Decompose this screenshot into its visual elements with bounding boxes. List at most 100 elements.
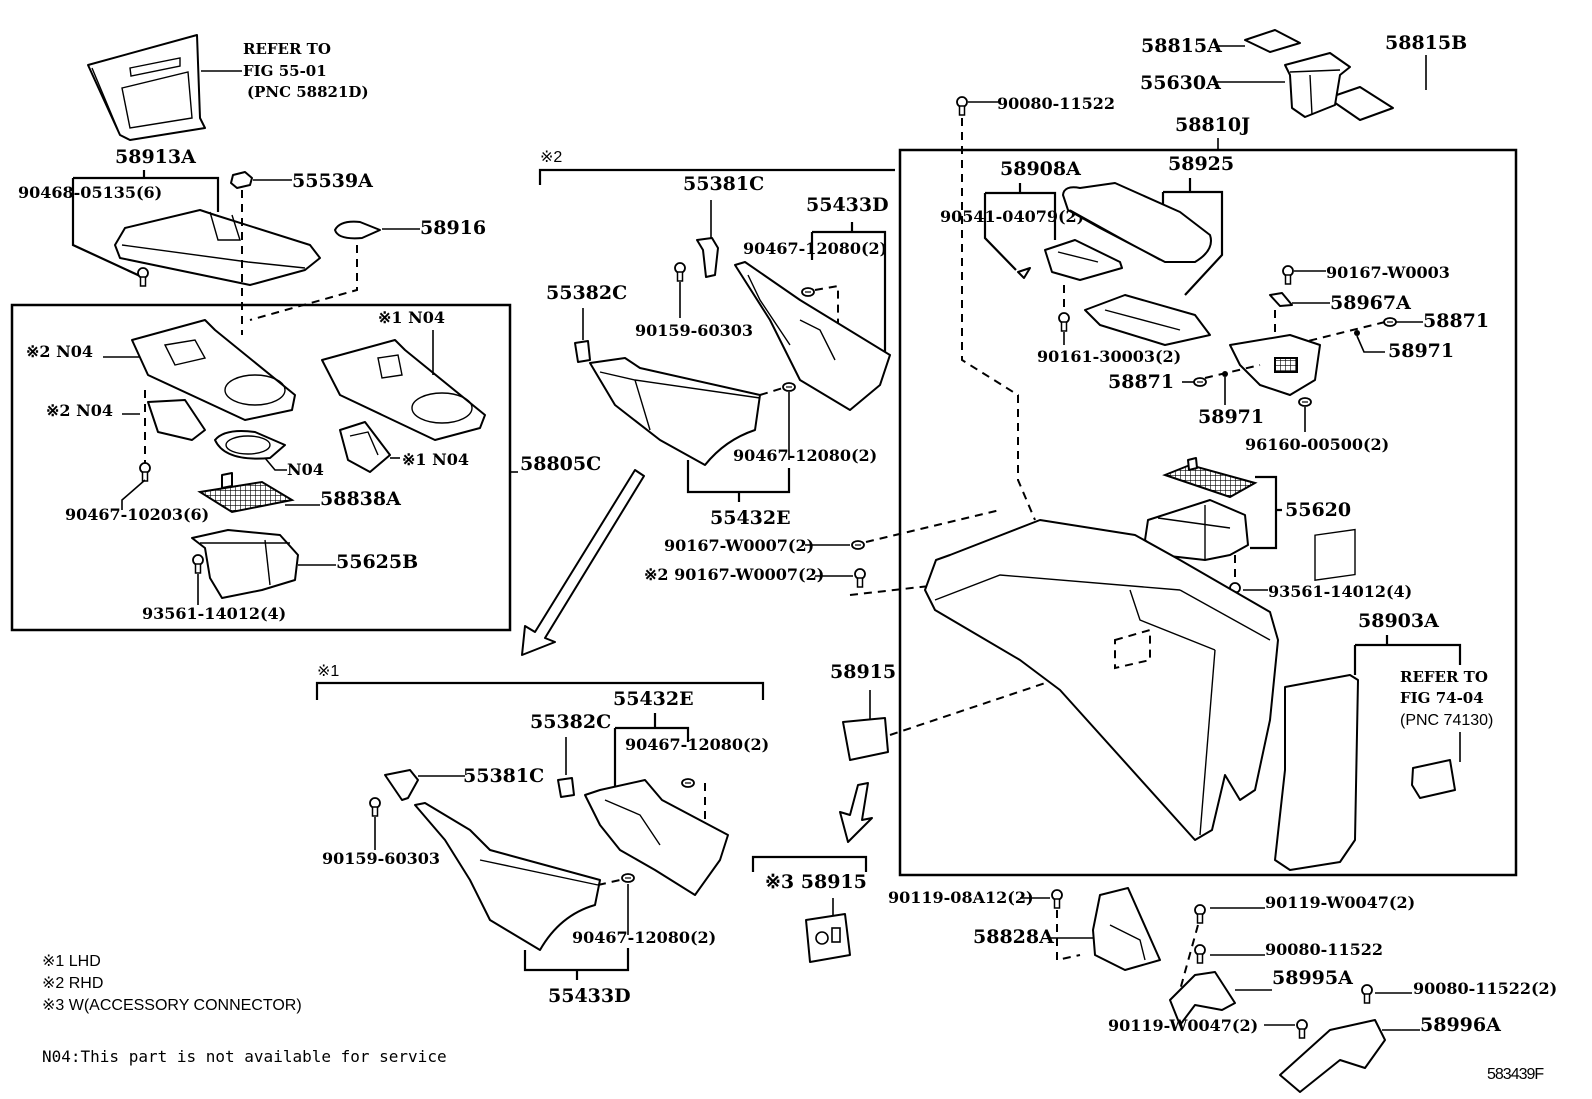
refer-text-right-line2[interactable]: FIG 74-04	[1400, 689, 1484, 707]
legend-item-lhd: ※1 LHD	[42, 953, 101, 970]
part-label-55432E-top[interactable]: 55432E	[710, 507, 791, 529]
part-label-58967A[interactable]: 58967A	[1330, 292, 1411, 314]
screw-90159-60303-bot	[369, 797, 381, 817]
n04-label-lhd-panel[interactable]: ※1 N04	[378, 308, 445, 327]
part-label-58815A[interactable]: 58815A	[1141, 35, 1222, 57]
assembly-box-58805C	[10, 303, 512, 632]
n04-label-ring[interactable]: N04	[287, 460, 324, 479]
part-label-90167-W0003[interactable]: 90167-W0003	[1326, 263, 1450, 282]
service-note: N04:This part is not available for servi…	[42, 1047, 447, 1066]
part-label-58915[interactable]: 58915	[830, 661, 896, 683]
lock-assembly-58908A	[1044, 239, 1123, 281]
refer-text-top-line3: (PNC 58821D)	[247, 83, 369, 101]
shift-plate-rhd	[147, 399, 206, 441]
part-label-90467-12080-c[interactable]: 90467-12080(2)	[625, 735, 769, 754]
bracket-58828A	[1092, 887, 1161, 971]
accessory-connector-58915	[805, 913, 851, 963]
part-label-58915-acc[interactable]: ※3 58915	[765, 871, 867, 893]
n04-label-lhd-pocket[interactable]: ※1 N04	[402, 450, 469, 469]
rear-panel-58903A	[1274, 528, 1359, 871]
part-label-90161-30003[interactable]: 90161-30003(2)	[1037, 347, 1181, 366]
part-label-55381C-top[interactable]: 55381C	[683, 173, 764, 195]
part-label-55382C-bot[interactable]: 55382C	[530, 711, 611, 733]
part-label-90159-60303-bot[interactable]: 90159-60303	[322, 849, 440, 868]
mat-55620	[1162, 463, 1258, 499]
variant-mark-rhd-group: ※2	[540, 149, 562, 166]
armrest-lid-58925	[1062, 182, 1212, 263]
part-label-90119-W0047-b[interactable]: 90119-W0047(2)	[1108, 1016, 1258, 1035]
variant-mark-lhd-group: ※1	[317, 663, 339, 680]
part-label-96160-00500[interactable]: 96160-00500(2)	[1245, 435, 1389, 454]
shift-panel-rhd	[131, 319, 296, 421]
part-label-58913A[interactable]: 58913A	[115, 146, 196, 168]
part-label-93561-14012-right[interactable]: 93561-14012(4)	[1268, 582, 1412, 601]
n04-label-rhd-panel[interactable]: ※2 N04	[26, 342, 93, 361]
part-label-90467-10203[interactable]: 90467-10203(6)	[65, 505, 209, 524]
part-label-58815B[interactable]: 58815B	[1385, 32, 1467, 54]
bolt-90119-08A12	[1051, 889, 1063, 909]
clip-58967A	[1269, 292, 1293, 307]
part-label-55620[interactable]: 55620	[1285, 499, 1351, 521]
part-label-90119-08A12[interactable]: 90119-08A12(2)	[888, 888, 1034, 907]
part-label-90167-W0007-rhd[interactable]: ※2 90167-W0007(2)	[644, 565, 824, 584]
part-label-90167-W0007[interactable]: 90167-W0007(2)	[664, 536, 814, 555]
clip-58871-a	[1383, 317, 1397, 327]
part-label-90080-11522-top[interactable]: 90080-11522	[997, 94, 1115, 113]
part-label-58971-b[interactable]: 58971	[1198, 406, 1264, 428]
clip-90167-W0007	[851, 540, 865, 550]
ring-58916	[334, 220, 381, 240]
upper-console-panel	[87, 34, 242, 141]
part-label-90080-11522-mid[interactable]: 90080-11522	[1265, 940, 1383, 959]
part-label-90468-05135[interactable]: 90468-05135(6)	[18, 183, 162, 202]
part-label-55382C-top[interactable]: 55382C	[546, 282, 627, 304]
screw-90541-04079	[1017, 267, 1031, 279]
n04-label-rhd-plate[interactable]: ※2 N04	[46, 401, 113, 420]
panel-55433D-rhd	[734, 261, 891, 411]
part-label-55381C-bot[interactable]: 55381C	[463, 765, 544, 787]
part-label-58908A[interactable]: 58908A	[1000, 158, 1081, 180]
part-label-90467-12080-d[interactable]: 90467-12080(2)	[572, 928, 716, 947]
part-label-55432E-bot[interactable]: 55432E	[613, 688, 694, 710]
part-label-58971-a[interactable]: 58971	[1388, 340, 1454, 362]
bolt-90080-11522-mid	[1194, 944, 1206, 964]
part-label-58996A[interactable]: 58996A	[1420, 1014, 1501, 1036]
part-label-55539A[interactable]: 55539A	[292, 170, 373, 192]
mat-58815B	[1327, 86, 1394, 121]
part-label-55625B[interactable]: 55625B	[336, 551, 418, 573]
part-label-58903A[interactable]: 58903A	[1358, 610, 1439, 632]
shift-bezel-58913A	[114, 209, 321, 287]
clip-55382C-bot	[557, 777, 575, 798]
part-label-58838A[interactable]: 58838A	[320, 488, 401, 510]
part-label-58805C[interactable]: 58805C	[520, 453, 601, 475]
refer-text-right-line3: (PNC 74130)	[1400, 712, 1493, 729]
part-label-58871-b[interactable]: 58871	[1108, 371, 1174, 393]
bracket-55381C-bot	[384, 769, 419, 801]
bolt-90080-11522-bot	[1361, 984, 1373, 1004]
shift-panel-lhd	[321, 339, 486, 441]
bracket-58995A	[1169, 971, 1236, 1026]
part-label-93561-14012-left[interactable]: 93561-14012(4)	[142, 604, 286, 623]
part-label-90159-60303-top[interactable]: 90159-60303	[635, 321, 753, 340]
part-label-55433D-bot[interactable]: 55433D	[548, 985, 631, 1007]
cup-insert-55630A	[1284, 52, 1351, 118]
part-label-90467-12080-a[interactable]: 90467-12080(2)	[743, 239, 887, 258]
part-label-58995A[interactable]: 58995A	[1272, 967, 1353, 989]
part-label-90467-12080-b[interactable]: 90467-12080(2)	[733, 446, 877, 465]
part-label-58916[interactable]: 58916	[420, 217, 486, 239]
part-label-58810J[interactable]: 58810J	[1175, 114, 1250, 136]
clip-90467-12080-a	[801, 287, 815, 297]
screw-90167-W0003	[1282, 265, 1294, 285]
part-label-58828A[interactable]: 58828A	[973, 926, 1054, 948]
part-label-90119-W0047-a[interactable]: 90119-W0047(2)	[1265, 893, 1415, 912]
screw-90159-60303-top	[674, 262, 686, 282]
part-label-90541-04079[interactable]: 90541-04079(2)	[940, 207, 1084, 226]
direction-arrow-large	[521, 469, 645, 656]
part-label-90080-11522-bot[interactable]: 90080-11522(2)	[1413, 979, 1557, 998]
part-label-55433D-top[interactable]: 55433D	[806, 194, 889, 216]
part-label-58925[interactable]: 58925	[1168, 153, 1234, 175]
part-label-55630A[interactable]: 55630A	[1140, 72, 1221, 94]
part-label-58871-a[interactable]: 58871	[1423, 310, 1489, 332]
refer-text-top-line2[interactable]: FIG 55-01	[243, 62, 327, 80]
lid-inner-plate	[1084, 294, 1211, 346]
